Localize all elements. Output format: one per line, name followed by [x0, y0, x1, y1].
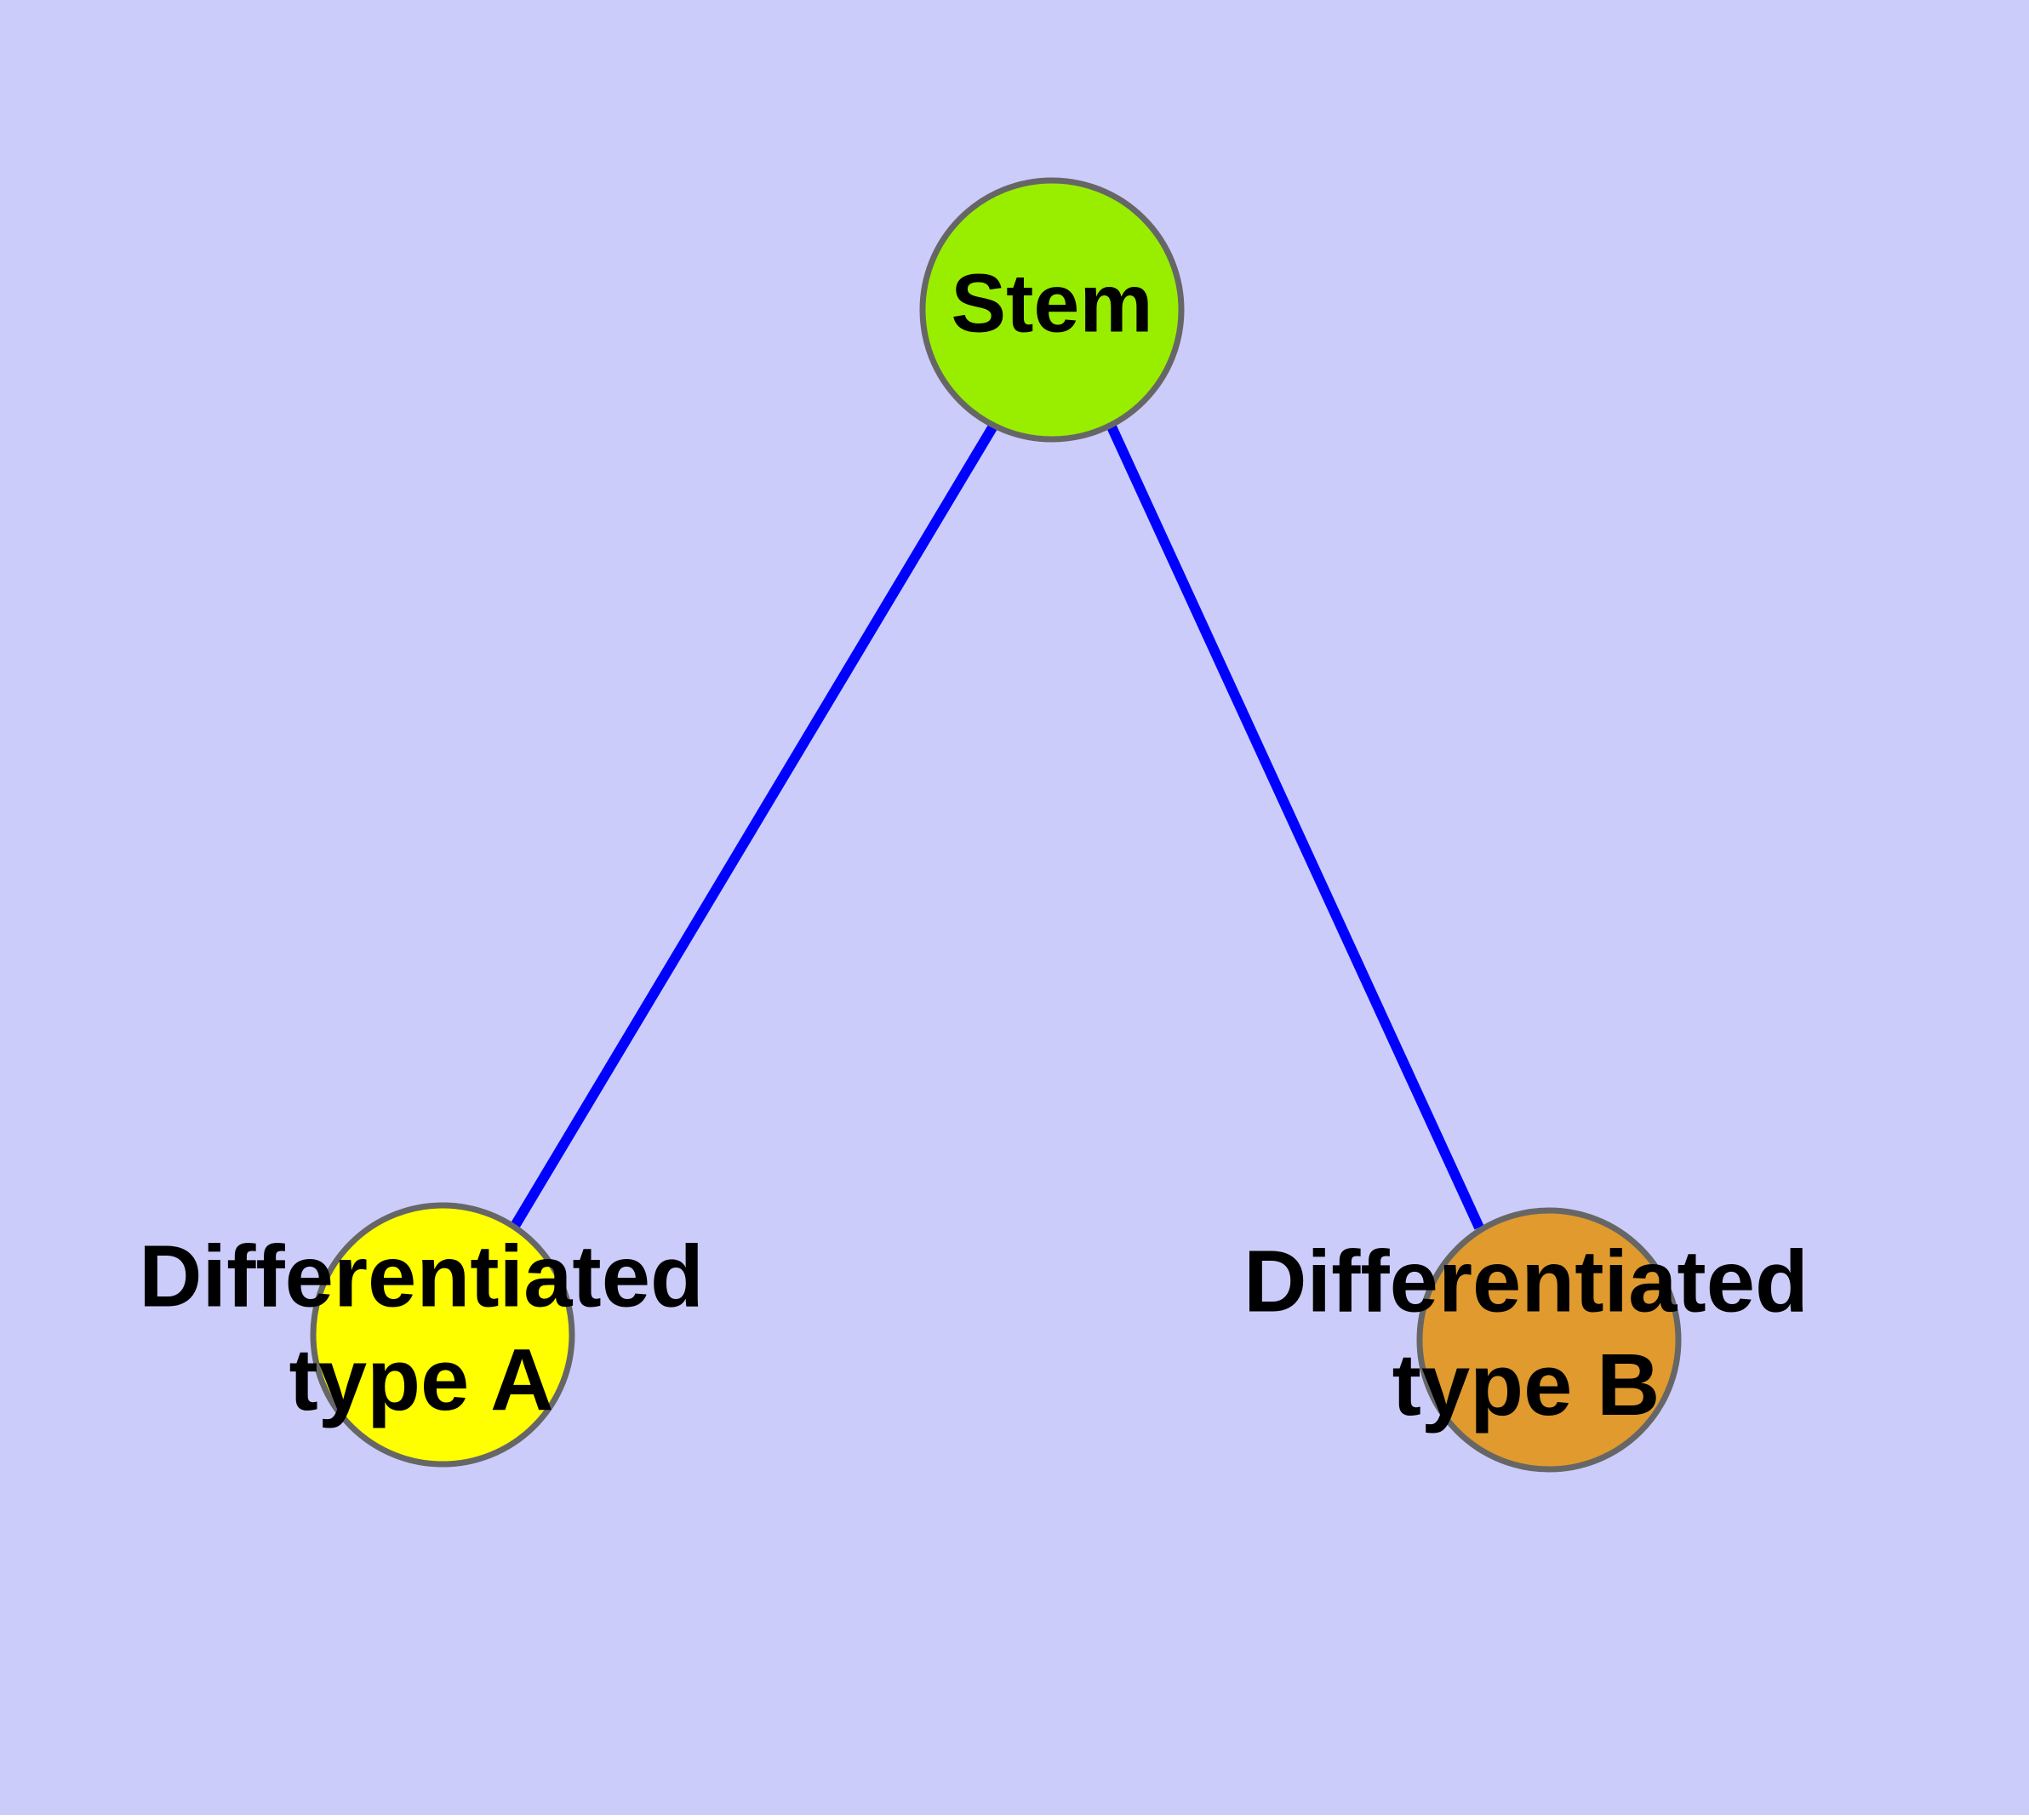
node-differentiated-type-a-label-line1: Differentiated	[139, 1227, 704, 1325]
node-differentiated-type-a[interactable]: Differentiated type A	[139, 1202, 704, 1468]
node-stem-circle[interactable]	[919, 177, 1185, 443]
node-differentiated-type-b-label-line1: Differentiated	[1243, 1232, 1809, 1330]
node-differentiated-type-a-circle[interactable]	[310, 1202, 575, 1468]
node-differentiated-type-b[interactable]: Differentiated type B	[1243, 1207, 1809, 1473]
node-differentiated-type-b-circle[interactable]	[1416, 1207, 1682, 1473]
edge-stem-to-differentiated-type-a[interactable]	[510, 421, 999, 1229]
node-differentiated-type-b-label-line2: type B	[1392, 1336, 1660, 1434]
edge-stem-to-differentiated-type-b[interactable]	[1106, 422, 1484, 1230]
node-stem[interactable]: Stem	[919, 177, 1185, 443]
node-stem-label: Stem	[951, 257, 1152, 350]
edge-layer	[510, 421, 1484, 1230]
node-differentiated-type-a-label-line2: type A	[289, 1331, 554, 1428]
